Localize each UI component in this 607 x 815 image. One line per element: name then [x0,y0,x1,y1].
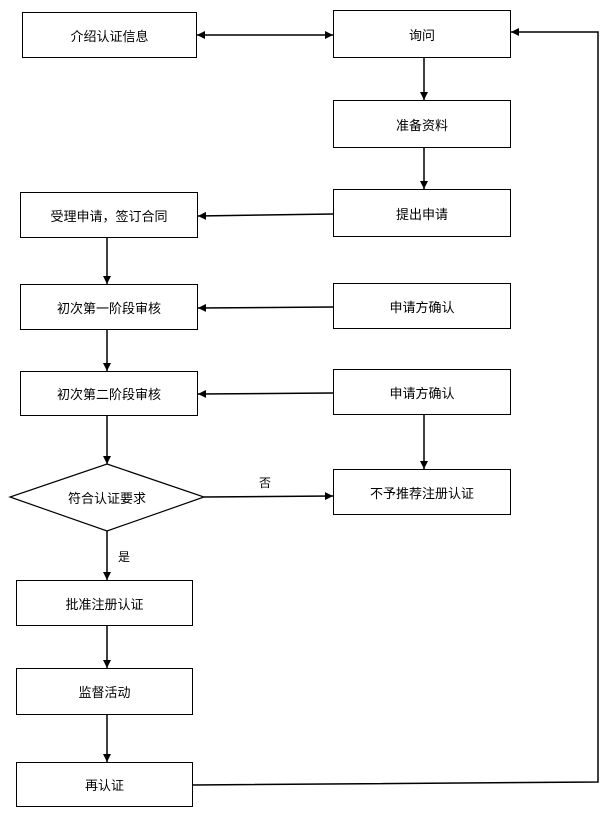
node-surveillance: 监督活动 [16,668,193,715]
node-intro-info: 介绍认证信息 [22,12,197,58]
node-accept-contract: 受理申请，签订合同 [20,192,198,238]
node-stage1-review: 初次第一阶段审核 [20,284,198,330]
node-submit-application: 提出申请 [333,189,511,237]
edge-recert-inquiry [192,28,599,786]
node-reject-registration: 不予推荐注册认证 [333,469,511,515]
node-recertification: 再认证 [16,762,193,807]
edge-confirm1-stage1 [197,303,334,312]
node-inquiry: 询问 [333,10,511,58]
decision-label: 符合认证要求 [67,491,146,507]
edge-decision-reject [203,492,334,501]
edge-label-yes: 是 [118,550,131,564]
node-applicant-confirm-1: 申请方确认 [333,283,511,329]
decision-diamond [8,463,206,532]
node-stage2-review: 初次第二阶段审核 [20,371,198,416]
edge-submit-accept [197,211,334,220]
edge-confirm2-stage2 [197,389,334,398]
node-applicant-confirm-2: 申请方确认 [333,369,511,415]
edge-label-no: 否 [259,476,272,490]
node-approve-registration: 批准注册认证 [16,580,193,626]
node-prepare-docs: 准备资料 [333,100,511,148]
